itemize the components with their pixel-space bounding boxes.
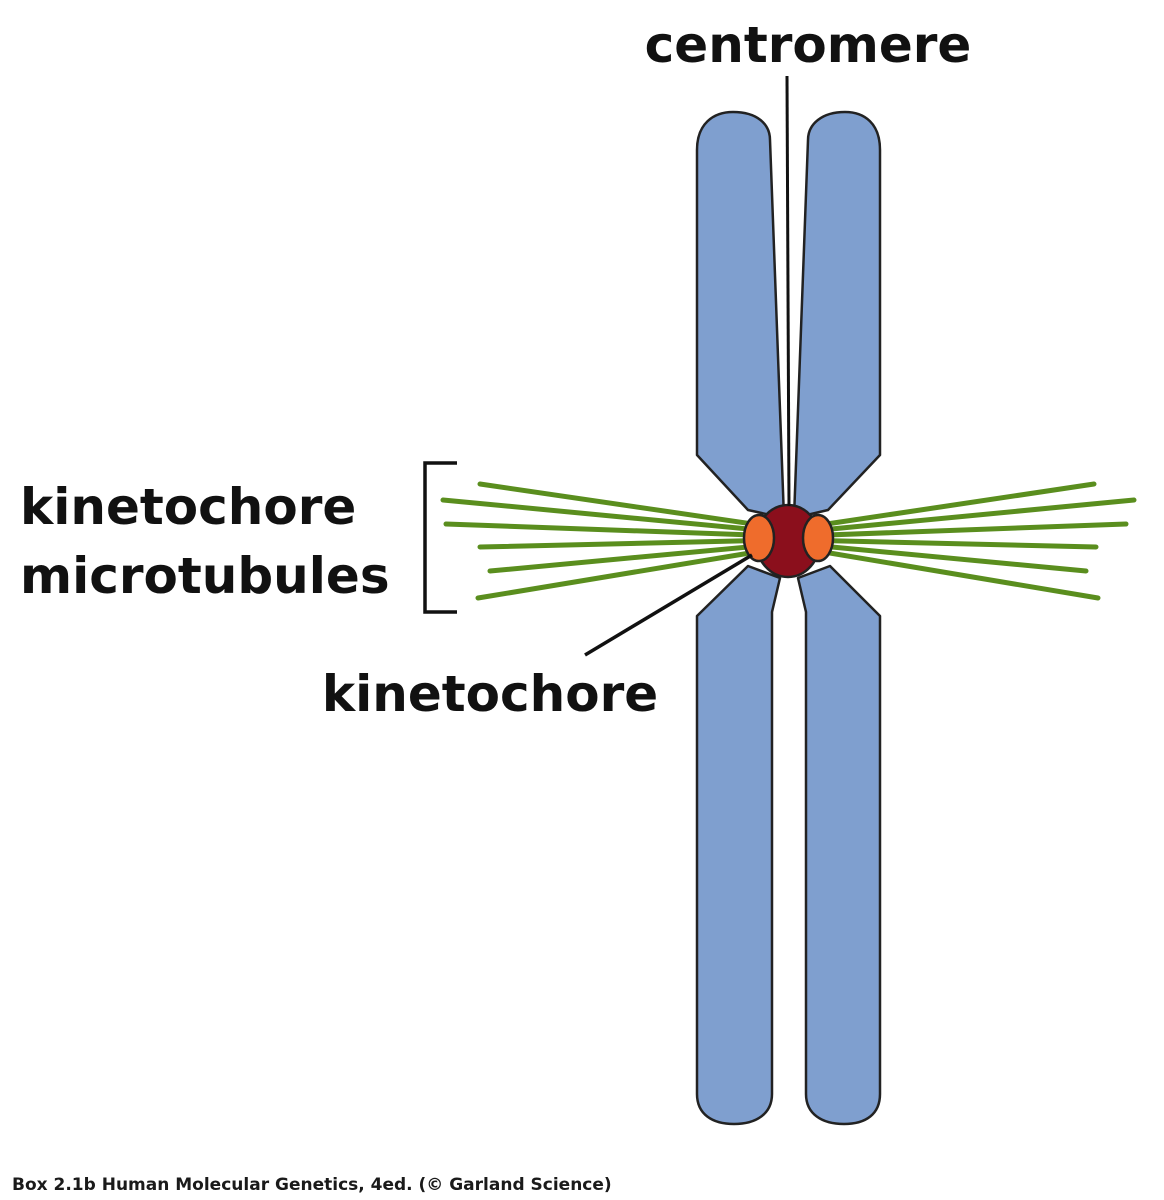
microtubule: [797, 481, 1097, 531]
kinetochore-microtubules-label-line1: kinetochore: [20, 478, 356, 536]
microtubule: [797, 521, 1129, 539]
sister-chromatids: [695, 110, 882, 1126]
kinetochore-left: [742, 513, 776, 563]
figure-caption: Box 2.1b Human Molecular Genetics, 4ed. …: [12, 1175, 612, 1195]
centromere-leader-line: [785, 75, 791, 507]
kinetochore-microtubules-label-line2: microtubules: [20, 547, 390, 605]
kinetochore-label: kinetochore: [322, 665, 658, 723]
microtubule: [443, 521, 783, 539]
microtubule: [477, 481, 783, 531]
chromatid-right: [792, 110, 882, 1126]
chromatid-left: [695, 110, 786, 1126]
microtubule: [797, 497, 1137, 535]
microtubule: [477, 537, 783, 550]
kinetochore-right: [801, 513, 835, 563]
microtubules-bracket: [423, 461, 457, 614]
microtubule: [797, 541, 1089, 574]
centromere-label: centromere: [645, 16, 972, 74]
microtubule: [440, 497, 783, 535]
microtubule: [797, 537, 1099, 550]
microtubule: [797, 545, 1101, 601]
microtubules-right: [797, 481, 1137, 601]
microtubule: [487, 541, 783, 574]
microtubules-left: [440, 481, 783, 601]
microtubule: [475, 545, 783, 601]
kinetochore-leader-line: [584, 553, 753, 657]
